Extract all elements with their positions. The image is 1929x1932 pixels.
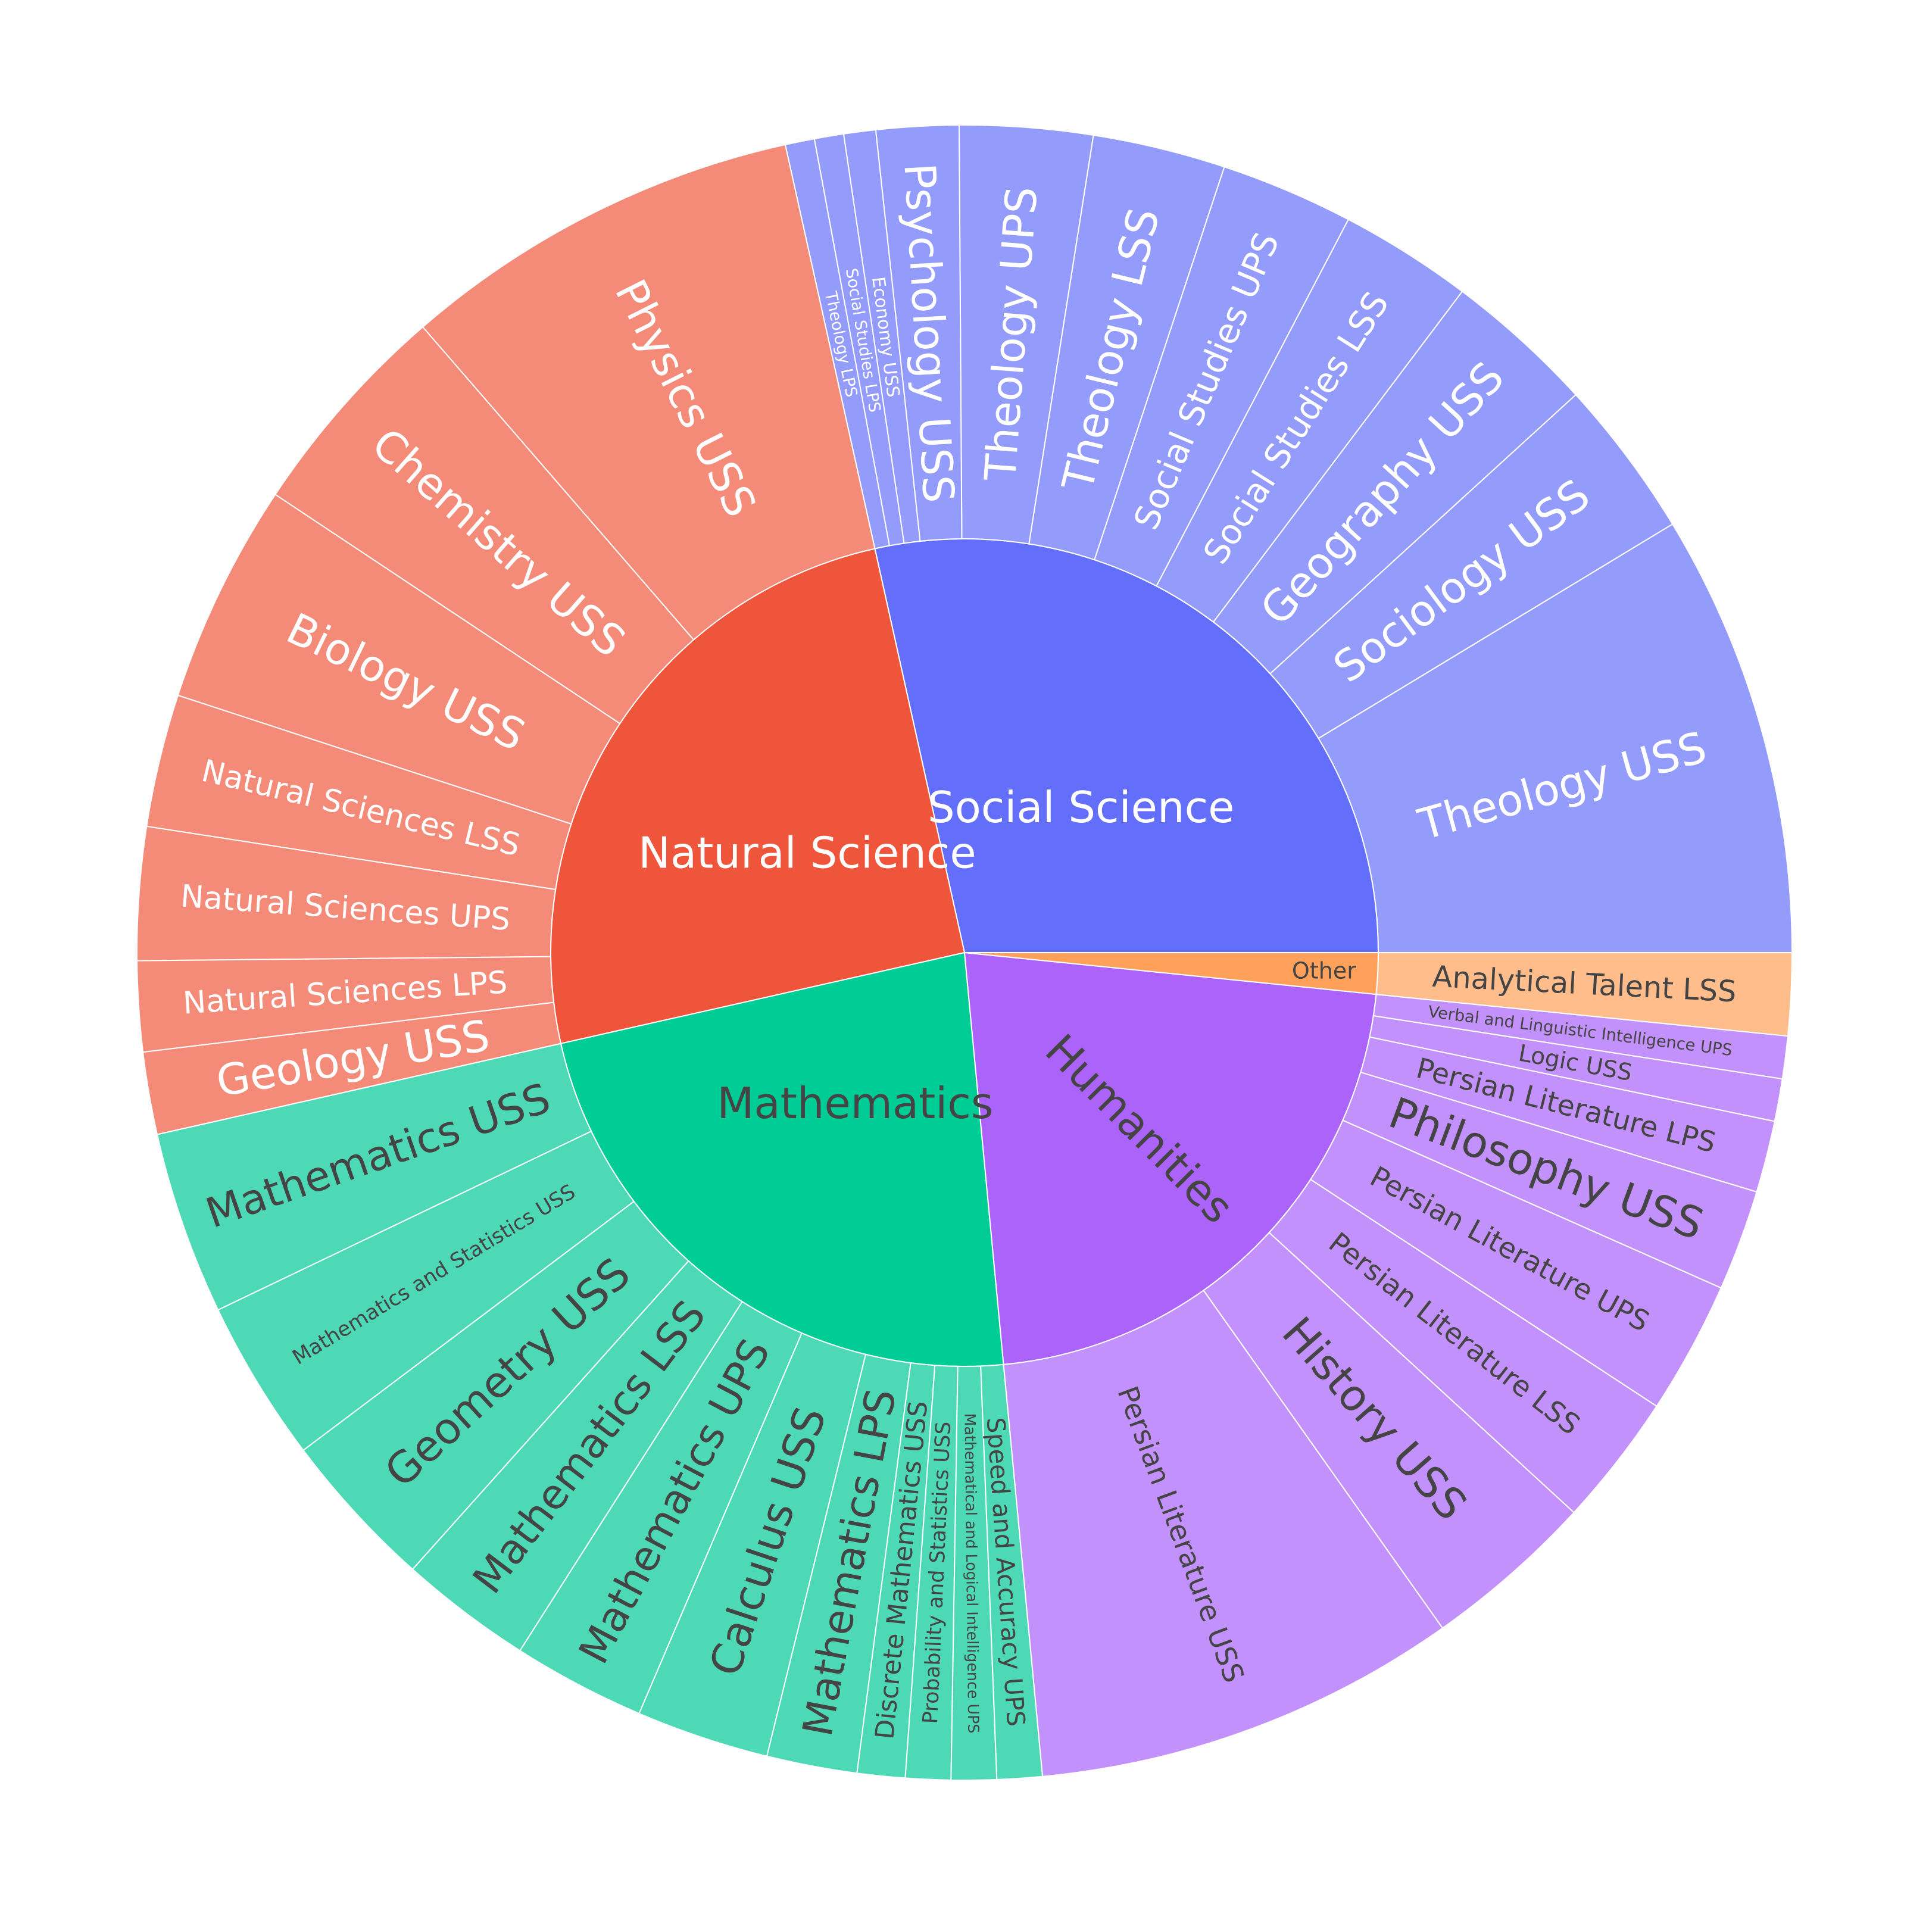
segment-label-mathematical-and-logical-intelligence-ups: Mathematical and Logical Intelligence UP… xyxy=(961,1413,982,1733)
segment-theology-uss[interactable] xyxy=(1318,523,1793,953)
segment-physics-uss[interactable] xyxy=(422,143,876,641)
group-label-social-science: Social Science xyxy=(928,782,1234,832)
outer-ring xyxy=(136,124,1793,1781)
segment-analytical-talent-lss[interactable] xyxy=(1375,952,1793,1037)
group-label-natural-science: Natural Science xyxy=(638,828,976,878)
group-label-mathematics: Mathematics xyxy=(717,1078,993,1128)
group-label-other: Other xyxy=(1292,958,1356,984)
inner-ring xyxy=(550,538,1379,1368)
segment-persian-literature-uss[interactable] xyxy=(1003,1289,1444,1777)
